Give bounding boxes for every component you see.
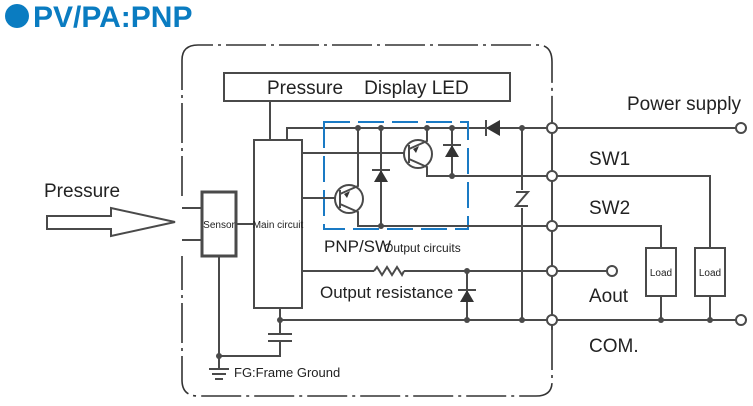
terminal-aout-internal — [546, 265, 558, 277]
aout-terminal — [606, 265, 618, 277]
sw1-label: SW1 — [589, 149, 630, 170]
junction-node — [378, 125, 384, 131]
aout-label: Aout — [589, 286, 629, 307]
terminal-sw1-internal — [546, 170, 558, 182]
zener-diode-2-icon — [445, 145, 459, 157]
pressure-input-label: Pressure — [44, 181, 120, 202]
junction-node — [424, 125, 430, 131]
com-terminal — [735, 314, 747, 326]
sw2-label: SW2 — [589, 198, 630, 219]
com-label: COM. — [589, 336, 639, 357]
q1-emitter-arrow — [344, 191, 350, 198]
junction-node — [378, 223, 384, 229]
sensor-housing-outline — [181, 44, 553, 397]
junction-node — [707, 317, 713, 323]
frame-ground-label: FG:Frame Ground — [234, 365, 340, 380]
output-circuits-boundary — [323, 121, 469, 230]
title-bullet-icon — [5, 4, 29, 28]
junction-node — [464, 268, 470, 274]
display-led-label: Pressure Display LED — [267, 78, 469, 99]
terminal-power-internal — [546, 122, 558, 134]
power-supply-terminal — [735, 122, 747, 134]
load-sw2-label: Load — [650, 268, 672, 279]
junction-node — [658, 317, 664, 323]
pnp-transistor-1-icon — [334, 184, 364, 214]
power-supply-label: Power supply — [627, 94, 742, 115]
display-led-box — [223, 72, 511, 102]
q2-emitter-arrow — [413, 146, 419, 153]
q1-leads — [339, 128, 555, 227]
sensor-inlet-lines — [182, 207, 202, 241]
surge-absorber-icon — [513, 191, 531, 207]
output-circuits-label-sub: Output circuits — [384, 241, 461, 255]
reverse-protection-diode-icon — [486, 120, 500, 136]
load-sw1-label: Load — [699, 268, 721, 279]
internal-power-rail — [286, 127, 484, 140]
sensor-label: Sensor — [203, 220, 235, 231]
q2-leads — [408, 128, 555, 177]
zener-diode-3-icon — [460, 290, 474, 302]
diagram-title: PV/PA:PNP — [33, 1, 192, 34]
terminal-sw2-internal — [546, 220, 558, 232]
junction-node — [355, 125, 361, 131]
load-return-lines — [660, 296, 711, 320]
junction-node — [449, 173, 455, 179]
sw2-line — [557, 225, 662, 248]
frame-ground-icon — [209, 356, 229, 380]
output-circuits-label-main: PNP/SW — [324, 237, 391, 256]
output-resistor-icon — [373, 265, 405, 278]
sensor-box — [200, 190, 238, 258]
com-line — [279, 308, 741, 321]
sw1-line — [557, 175, 711, 248]
zener-diode-1-icon — [374, 170, 388, 182]
pnp-transistor-2-icon — [403, 139, 433, 169]
pressure-arrow-icon — [46, 206, 176, 238]
terminal-com-internal — [546, 314, 558, 326]
main-circuit-box — [253, 139, 303, 309]
fg-capacitor-icon — [218, 256, 292, 357]
main-circuit-label: Main circuit — [253, 220, 304, 231]
output-resistance-label: Output resistance — [320, 283, 453, 302]
junction-node — [449, 125, 455, 131]
